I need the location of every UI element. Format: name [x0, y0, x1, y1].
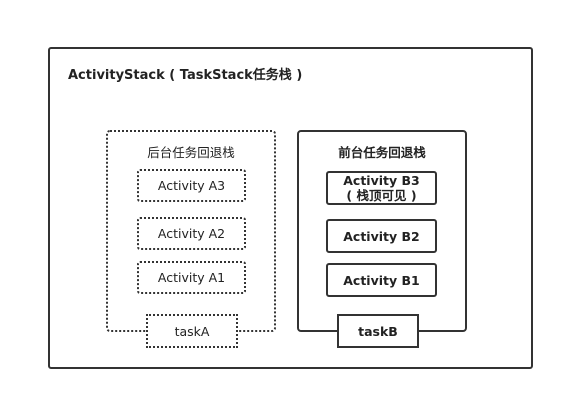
activity-a2-label: Activity A2: [157, 226, 226, 241]
background-task-title: 后台任务回退栈: [147, 145, 235, 160]
task-b-text: taskB: [358, 323, 398, 339]
activity-b3-note: ( 栈顶可见 ): [346, 188, 417, 203]
foreground-task-title: 前台任务回退栈: [338, 145, 426, 160]
activity-b2-box: Activity B2: [326, 219, 437, 253]
activity-a2-box: Activity A2: [137, 217, 246, 250]
task-a-label: taskA: [146, 314, 238, 348]
task-b-label: taskB: [337, 314, 419, 348]
activity-stack-container: [48, 47, 533, 369]
task-a-text: taskA: [174, 323, 210, 339]
activity-b3-label: Activity B3: [343, 173, 420, 188]
activity-a3-label: Activity A3: [157, 178, 226, 193]
activity-b1-box: Activity B1: [326, 263, 437, 297]
activity-b2-label: Activity B2: [343, 228, 420, 244]
activity-a1-label: Activity A1: [157, 270, 226, 285]
activity-stack-title: ActivityStack ( TaskStack任务栈 ): [68, 68, 303, 83]
activity-a1-box: Activity A1: [137, 261, 246, 294]
activity-b3-box: Activity B3 ( 栈顶可见 ): [326, 171, 437, 205]
activity-b1-label: Activity B1: [343, 272, 420, 288]
activity-a3-box: Activity A3: [137, 169, 246, 202]
